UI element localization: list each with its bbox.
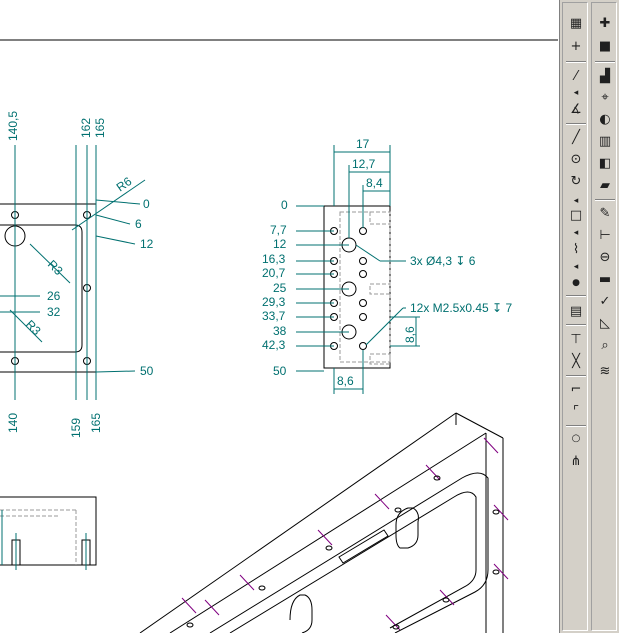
vdim-20-7: 20,7 bbox=[262, 266, 286, 280]
layers-icon[interactable]: ≋ bbox=[599, 363, 611, 379]
dim-32: 32 bbox=[47, 305, 61, 319]
left-view bbox=[0, 203, 97, 373]
dim-6: 6 bbox=[135, 217, 142, 231]
cross-x-icon[interactable]: ╳ bbox=[572, 353, 580, 369]
arc-icon[interactable]: ↻ bbox=[570, 173, 582, 189]
callout-threads: 12x M2.5x0.45 ↧ 7 bbox=[410, 301, 512, 315]
dim-8-4: 8,4 bbox=[366, 176, 383, 190]
dim-165-b: 165 bbox=[89, 413, 103, 433]
grid-icon[interactable]: ▦ bbox=[569, 15, 583, 31]
dim-26: 26 bbox=[47, 289, 61, 303]
vdim-0: 0 bbox=[281, 198, 288, 212]
dim-12-7: 12,7 bbox=[352, 157, 376, 171]
hidden-lines bbox=[339, 211, 391, 365]
edit-icon[interactable]: ✎ bbox=[599, 205, 611, 221]
dim-140-5: 140,5 bbox=[6, 111, 20, 141]
small-arrow3-icon[interactable]: ◂ bbox=[573, 261, 579, 272]
arrow-small-icon[interactable]: ◂ bbox=[573, 87, 579, 98]
mirror-icon[interactable]: ⋔ bbox=[570, 453, 582, 469]
vdim-29-3: 29,3 bbox=[262, 295, 286, 309]
vdim-50: 50 bbox=[273, 364, 287, 378]
vdim-16-3: 16,3 bbox=[262, 252, 286, 266]
radius-r3-a: R3 bbox=[45, 257, 66, 278]
drawing-canvas[interactable]: 140,5 162 165 0 6 12 50 R6 R3 R3 26 32 1… bbox=[0, 0, 560, 633]
chamfer-icon[interactable]: ⌜ bbox=[572, 403, 580, 419]
snap-icon[interactable]: ⌖ bbox=[601, 89, 609, 105]
cad-drawing[interactable]: 140,5 162 165 0 6 12 50 R6 R3 R3 26 32 1… bbox=[0, 0, 560, 633]
left-view-dims bbox=[0, 145, 146, 400]
dim-17: 17 bbox=[356, 137, 370, 151]
zoom-icon[interactable]: ⌕ bbox=[601, 337, 609, 353]
isometric-axes bbox=[181, 437, 509, 631]
small-arrow-icon[interactable]: ◂ bbox=[573, 195, 579, 206]
circle-icon[interactable]: ⊙ bbox=[570, 151, 582, 167]
slash-dim-icon[interactable]: ⁄ bbox=[574, 68, 578, 84]
hatch-icon[interactable]: ▤ bbox=[569, 303, 583, 319]
vdim-12: 12 bbox=[273, 237, 287, 251]
pattern-icon[interactable]: ▥ bbox=[598, 133, 612, 149]
section-view bbox=[0, 496, 97, 566]
isometric-view bbox=[139, 412, 504, 633]
small-circle-icon[interactable]: ○ bbox=[571, 433, 581, 444]
dim-165: 165 bbox=[93, 118, 107, 138]
check-icon[interactable]: ✓ bbox=[599, 293, 611, 309]
square-fill-icon[interactable]: ■ bbox=[598, 38, 612, 54]
radius-r6: R6 bbox=[114, 174, 135, 194]
fillet-icon[interactable]: ⌐ bbox=[570, 381, 582, 397]
angle-dim-icon[interactable]: ∡ bbox=[570, 101, 582, 117]
dark-box-icon[interactable]: ◧ bbox=[598, 155, 612, 171]
dim-12: 12 bbox=[140, 237, 154, 251]
blocks-icon[interactable]: ▟ bbox=[600, 68, 610, 84]
dim-8-6-side: 8,6 bbox=[403, 326, 417, 343]
dim-8-6-bottom: 8,6 bbox=[337, 374, 354, 388]
vdim-25: 25 bbox=[273, 281, 287, 295]
dim-0: 0 bbox=[143, 197, 150, 211]
vdim-38: 38 bbox=[273, 324, 287, 338]
toolbar-column-1: ▦ + ⁄ ◂ ∡ ╱ ⊙ ↻ ◂ □ ◂ ⌇ ◂ ● ▤ ⊤ ╳ ⌐ ⌜ ○ … bbox=[562, 2, 588, 631]
dim-140: 140 bbox=[6, 413, 20, 433]
dim-50: 50 bbox=[140, 364, 154, 378]
toolbar-column-2: ✚ ■ ▟ ⌖ ◐ ▥ ◧ ▰ ✎ ⊢ ⊖ ▬ ✓ ◺ ⌕ ≋ bbox=[591, 2, 617, 631]
cross-icon[interactable]: + bbox=[570, 38, 582, 54]
small-arrow2-icon[interactable]: ◂ bbox=[573, 227, 579, 238]
circle-minus-icon[interactable]: ⊖ bbox=[599, 249, 611, 265]
lock-icon[interactable]: ◐ bbox=[599, 111, 611, 127]
dim-159: 159 bbox=[69, 418, 83, 438]
radius-r3-b: R3 bbox=[23, 317, 44, 338]
vdim-7-7: 7,7 bbox=[270, 223, 287, 237]
ruler-icon[interactable]: ◺ bbox=[600, 315, 610, 331]
vdim-42-3: 42,3 bbox=[262, 338, 286, 352]
line-icon[interactable]: ╱ bbox=[572, 129, 580, 145]
cad-toolbar: ▦ + ⁄ ◂ ∡ ╱ ⊙ ↻ ◂ □ ◂ ⌇ ◂ ● ▤ ⊤ ╳ ⌐ ⌜ ○ … bbox=[559, 0, 619, 633]
callout-holes: 3x Ø4,3 ↧ 6 bbox=[410, 254, 476, 268]
new-layer-icon[interactable]: ✚ bbox=[599, 15, 611, 31]
spline-icon[interactable]: ⌇ bbox=[572, 241, 580, 257]
black-rect-icon[interactable]: ▬ bbox=[598, 271, 612, 287]
dim-162: 162 bbox=[79, 118, 93, 138]
perpendicular-icon[interactable]: ⊤ bbox=[570, 331, 582, 347]
right-view bbox=[323, 205, 391, 369]
solid-box-icon[interactable]: ▰ bbox=[600, 177, 610, 193]
vdim-33-7: 33,7 bbox=[262, 309, 286, 323]
right-view-dims bbox=[296, 145, 420, 394]
rectangle-icon[interactable]: □ bbox=[569, 207, 583, 223]
tree-icon[interactable]: ⊢ bbox=[599, 227, 611, 243]
point-icon[interactable]: ● bbox=[572, 277, 580, 288]
